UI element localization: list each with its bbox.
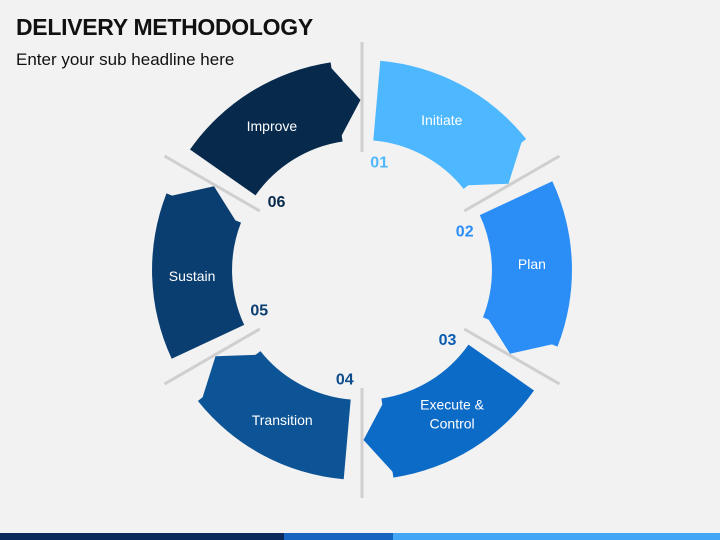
label-improve: Improve bbox=[247, 118, 298, 134]
step-number-05: 05 bbox=[250, 302, 268, 319]
bottom-bar-dark bbox=[0, 533, 284, 540]
segment-plan bbox=[479, 181, 572, 354]
slide-title: DELIVERY METHODOLOGY bbox=[16, 14, 313, 40]
slide-subtitle: Enter your sub headline here bbox=[16, 50, 235, 69]
step-number-02: 02 bbox=[456, 224, 474, 241]
cycle-segments bbox=[152, 60, 572, 480]
divider-line bbox=[463, 154, 561, 213]
bottom-bar-mid bbox=[283, 533, 393, 540]
bottom-bar-light bbox=[392, 533, 720, 540]
step-number-03: 03 bbox=[439, 332, 457, 349]
label-transition: Transition bbox=[252, 412, 313, 428]
label-execute-and-control: Execute &Control bbox=[420, 397, 484, 432]
label-sustain: Sustain bbox=[169, 268, 216, 284]
step-number-01: 01 bbox=[370, 154, 388, 171]
segment-execute-and-control bbox=[363, 344, 534, 478]
step-number-04: 04 bbox=[336, 372, 354, 389]
segment-sustain bbox=[152, 186, 245, 359]
step-numbers: 01 02 03 04 05 06 bbox=[250, 154, 473, 388]
segment-dividers bbox=[163, 42, 561, 498]
segment-improve bbox=[190, 62, 361, 196]
segment-initiate bbox=[373, 60, 527, 189]
divider-line bbox=[463, 327, 561, 386]
label-initiate: Initiate bbox=[421, 112, 462, 128]
bottom-accent-bar bbox=[0, 533, 720, 540]
segment-transition bbox=[197, 351, 351, 480]
step-number-06: 06 bbox=[268, 194, 286, 211]
divider-line bbox=[163, 154, 261, 213]
label-plan: Plan bbox=[518, 256, 546, 272]
divider-line bbox=[163, 327, 261, 386]
